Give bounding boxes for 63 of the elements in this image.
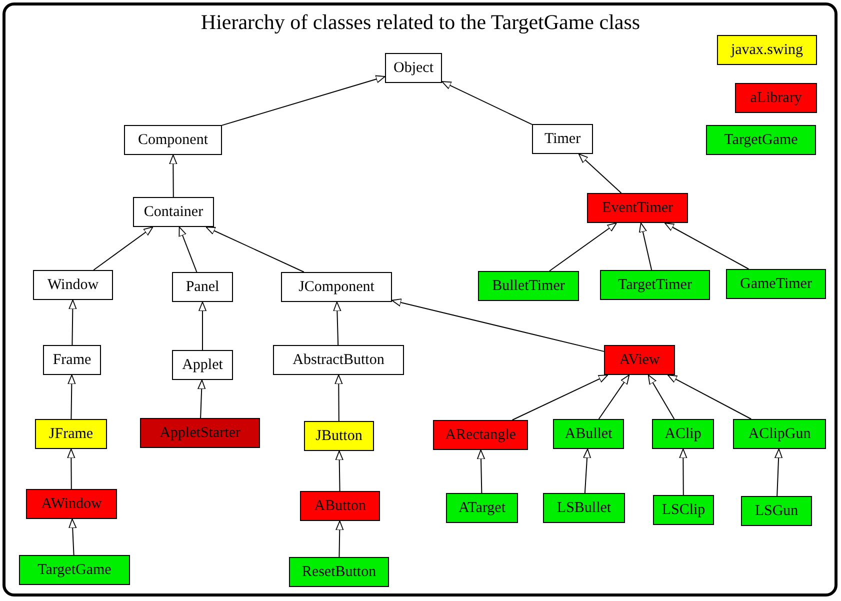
class-box: JComponent (281, 272, 392, 302)
inheritance-arrow (334, 374, 343, 422)
class-box: Component (124, 125, 222, 155)
diagram-title: Hierarchy of classes related to the TargetGame class (200, 10, 642, 35)
class-box: AButton (300, 491, 380, 521)
class-box: ResetButton (289, 557, 389, 587)
class-box: ATarget (446, 493, 518, 523)
inheritance-arrow (774, 448, 783, 496)
inheritance-arrow (667, 374, 752, 420)
class-box: JButton (304, 421, 374, 451)
class-box: LSClip (653, 495, 714, 525)
legend-swatch: javax.swing (717, 35, 817, 65)
class-box: Window (33, 270, 113, 300)
class-box: ABullet (553, 419, 624, 449)
inheritance-arrow (93, 226, 154, 270)
class-box: TargetTimer (600, 270, 710, 300)
inheritance-arrow (583, 448, 592, 494)
class-box: LSBullet (543, 493, 625, 523)
class-box: AbstractButton (273, 345, 404, 375)
inheritance-arrow (169, 154, 178, 198)
class-box: JFrame (35, 419, 107, 449)
inheritance-arrow (578, 154, 622, 194)
inheritance-arrow (335, 450, 344, 492)
class-box: Panel (172, 272, 233, 302)
class-box: BulletTimer (478, 271, 579, 301)
inheritance-arrow (178, 226, 198, 272)
class-box: TargetGame (19, 555, 130, 585)
class-box: Timer (532, 124, 593, 154)
legend-swatch: aLibrary (735, 83, 817, 113)
inheritance-arrow (68, 300, 77, 346)
class-box: AView (604, 345, 675, 375)
legend-swatch: TargetGame (706, 125, 816, 155)
class-box: GameTimer (726, 269, 826, 299)
class-box: Container (133, 197, 214, 227)
class-box: LSGun (741, 496, 812, 526)
class-box: EventTimer (587, 193, 688, 223)
inheritance-arrow (638, 222, 652, 270)
inheritance-arrow (548, 222, 618, 272)
inheritance-arrow (512, 374, 608, 420)
inheritance-arrow (68, 518, 77, 556)
inheritance-arrow (392, 298, 604, 352)
inheritance-arrow (679, 448, 688, 496)
inheritance-arrow (206, 226, 304, 272)
inheritance-arrow (648, 374, 675, 420)
class-box: Applet (172, 350, 233, 380)
class-box: AClipGun (733, 419, 826, 449)
class-box: AWindow (26, 489, 117, 519)
class-box: Object (385, 53, 442, 83)
class-box: ARectangle (433, 420, 528, 450)
inheritance-arrow (664, 222, 750, 270)
inheritance-arrow (198, 302, 207, 350)
inheritance-arrow (598, 374, 630, 420)
inheritance-arrow (442, 81, 532, 125)
inheritance-arrow (336, 520, 344, 558)
inheritance-arrow (333, 302, 342, 346)
class-box: AClip (652, 419, 714, 449)
inheritance-arrow (476, 450, 486, 494)
inheritance-arrow (198, 380, 206, 418)
class-box: Frame (43, 345, 101, 375)
inheritance-arrow (68, 374, 76, 420)
inheritance-arrow (67, 448, 76, 490)
class-box: AppletStarter (140, 418, 260, 448)
inheritance-arrow (222, 75, 386, 126)
